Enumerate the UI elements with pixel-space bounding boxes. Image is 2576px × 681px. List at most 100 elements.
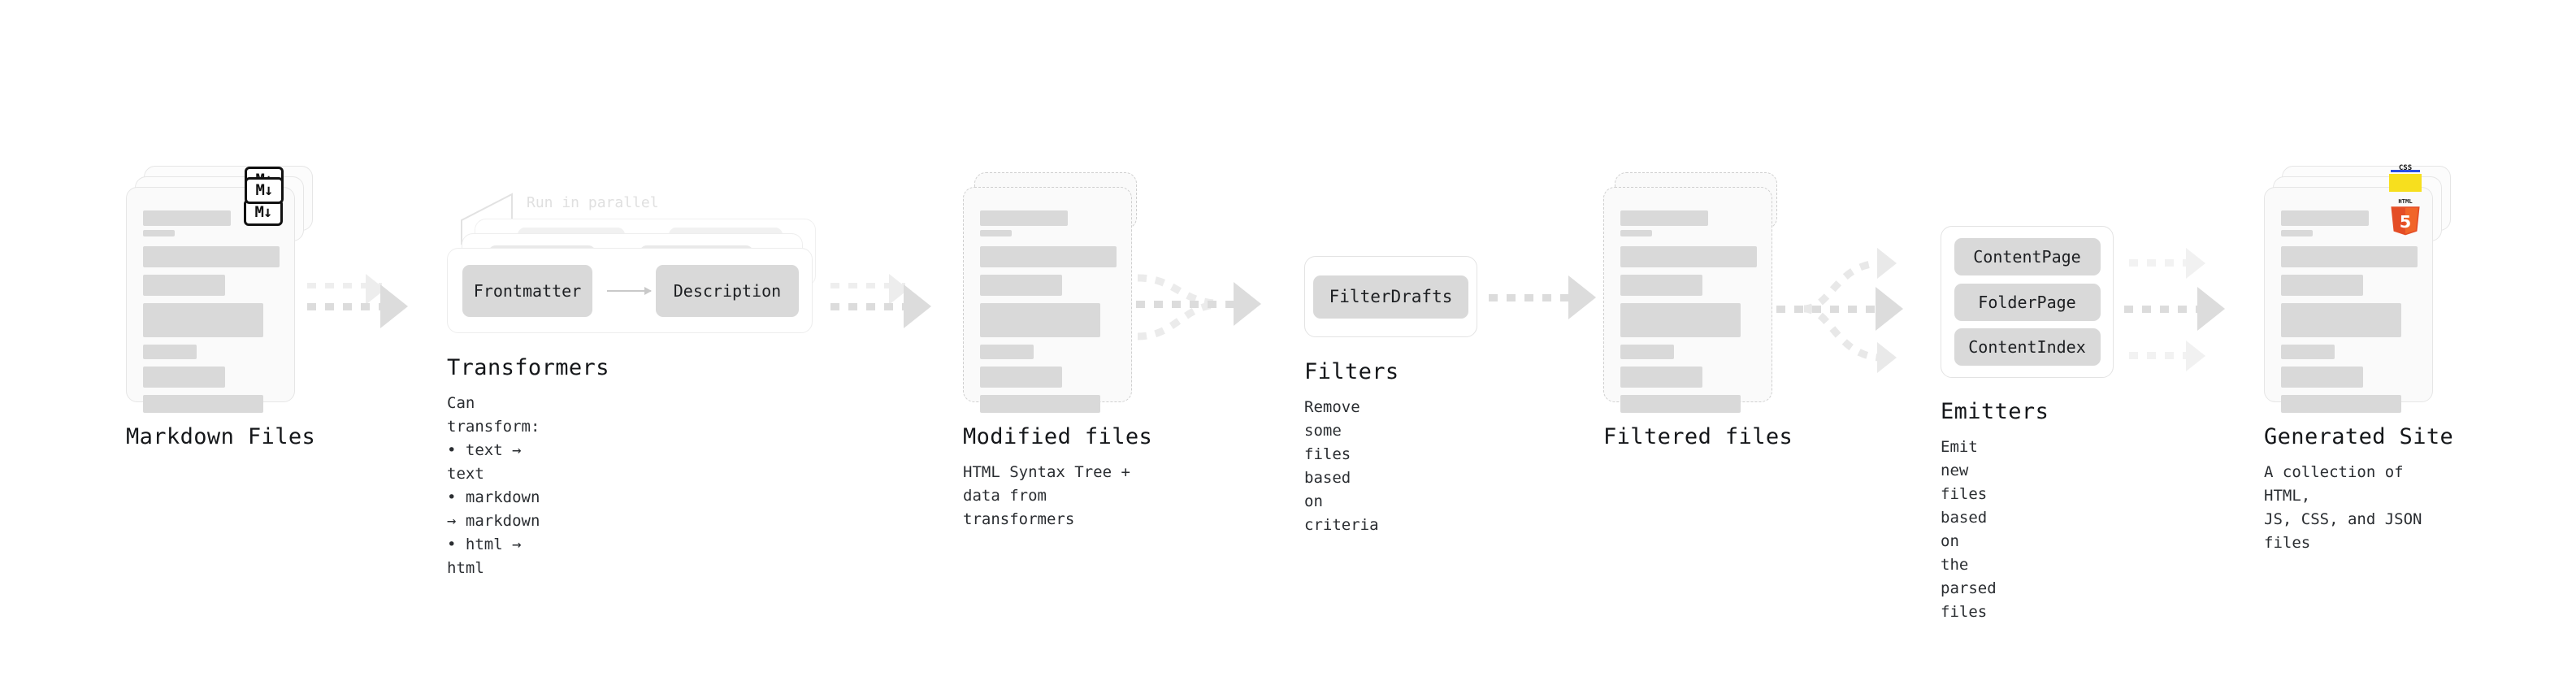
content-bar <box>143 246 280 267</box>
node-subtitle-emitters: Emit new files based on the parsed files <box>1941 438 1997 621</box>
content-bar <box>980 275 1062 296</box>
node-markdown-files: M↓ M↓ M↓ Markdown Files <box>126 166 315 449</box>
content-bar <box>143 345 197 359</box>
emitter-chip-folderpage[interactable]: FolderPage <box>1954 283 2101 321</box>
node-subtitle-filters: Remove some files based on criteria <box>1304 398 1379 534</box>
modified-file-stack <box>963 172 1137 413</box>
content-bar <box>2281 345 2335 359</box>
content-bar <box>1620 303 1741 337</box>
node-filtered-files: Filtered files <box>1603 172 1793 449</box>
node-generated-site: CSS HTML 5 <box>2264 165 2453 552</box>
connector-arrowhead-bottom <box>2186 340 2205 371</box>
content-bar <box>2281 367 2363 388</box>
filtered-content-bars <box>1620 210 1757 420</box>
connector-dash-bottom <box>2129 352 2196 359</box>
node-subtitle-transformers: Can transform: • text → text • markdown … <box>447 394 540 577</box>
site-content-bars <box>2281 210 2418 420</box>
connector-arrowhead-branch-top <box>1877 248 1897 279</box>
content-bar <box>1620 210 1708 226</box>
content-bar <box>143 275 225 296</box>
generated-site-stack: CSS HTML 5 <box>2264 165 2451 413</box>
emitter-chip-contentpage[interactable]: ContentPage <box>1954 238 2101 275</box>
run-in-parallel-label: Run in parallel <box>527 194 659 211</box>
conn-transformers-to-modified <box>830 268 944 349</box>
content-bar <box>1620 246 1757 267</box>
content-bar <box>980 210 1068 226</box>
css-badge-icon: CSS <box>2389 159 2422 172</box>
content-bar <box>980 367 1062 388</box>
markdown-icon-back-1: M↓ <box>245 177 284 204</box>
content-bar <box>2281 246 2418 267</box>
node-title-transformers: Transformers <box>447 355 609 380</box>
emitters-box: ContentPage FolderPage ContentIndex <box>1941 226 2114 378</box>
node-title-emitters: Emitters <box>1941 399 2049 424</box>
node-modified-files: Modified files HTML Syntax Tree + data f… <box>963 172 1152 528</box>
connector-dash-faint <box>307 283 382 288</box>
transformer-chip-description[interactable]: Description <box>656 265 799 317</box>
connector-dash <box>307 303 392 310</box>
connector-dash <box>1136 301 1243 308</box>
js-badge-icon <box>2389 174 2422 192</box>
connector-dash-middle <box>2124 306 2209 313</box>
emitter-chip-contentindex[interactable]: ContentIndex <box>1954 328 2101 366</box>
content-bar <box>980 395 1100 413</box>
transformer-stack: Frontmatter Description <box>447 219 816 333</box>
content-bar <box>143 395 263 413</box>
content-bar <box>143 210 231 226</box>
content-bar <box>1620 345 1674 359</box>
transformer-inner-arrow-main <box>607 287 652 295</box>
content-bar <box>980 230 1012 236</box>
content-bar <box>980 246 1117 267</box>
filtered-card-front <box>1603 187 1772 413</box>
connector-dash-top <box>2129 259 2196 267</box>
connector-arrowhead-top <box>2186 248 2205 279</box>
node-subtitle-modified-files: HTML Syntax Tree + data from transformer… <box>963 463 1130 528</box>
filters-box: FilterDrafts <box>1304 256 1477 337</box>
node-title-filters: Filters <box>1304 359 1399 384</box>
run-in-parallel-bracket <box>461 193 513 245</box>
conn-modified-to-filters <box>1136 258 1282 356</box>
markdown-file-stack: M↓ M↓ M↓ <box>126 166 313 413</box>
content-bar <box>980 345 1034 359</box>
connector-arrowhead <box>1876 287 1903 331</box>
content-bar <box>2281 275 2363 296</box>
svg-text:5: 5 <box>2400 212 2411 232</box>
content-bar <box>1620 275 1702 296</box>
filtered-file-stack <box>1603 172 1777 413</box>
connector-dash <box>1489 294 1580 301</box>
connector-dash <box>1776 306 1884 313</box>
content-bar <box>1620 230 1652 236</box>
content-bar <box>1620 395 1741 413</box>
content-bar <box>2281 210 2369 226</box>
content-bar <box>2281 230 2313 236</box>
node-title-generated-site: Generated Site <box>2264 424 2454 449</box>
svg-text:HTML: HTML <box>2398 197 2413 205</box>
content-bar <box>1620 367 1702 388</box>
connector-dash-faint <box>830 283 905 288</box>
connector-arrowhead-branch-bottom <box>1877 342 1897 373</box>
connector-arrowhead <box>904 284 931 328</box>
content-bar <box>980 303 1100 337</box>
content-bar <box>143 367 225 388</box>
node-title-modified-files: Modified files <box>963 424 1153 449</box>
site-card-front: HTML 5 <box>2264 187 2433 413</box>
node-subtitle-generated-site: A collection of HTML, JS, CSS, and JSON … <box>2264 463 2422 552</box>
markdown-card-front: M↓ <box>126 187 295 413</box>
content-bar <box>2281 395 2401 413</box>
connector-arrowhead <box>1568 275 1596 319</box>
filter-chip-filterdrafts[interactable]: FilterDrafts <box>1312 275 1469 319</box>
conn-emitters-to-site <box>2124 236 2254 382</box>
markdown-content-bars <box>143 210 280 420</box>
transformer-panel-front: Frontmatter Description <box>447 248 813 333</box>
conn-filters-to-filtered <box>1489 275 1611 325</box>
html5-icon: HTML 5 <box>2391 197 2420 236</box>
content-bar <box>2281 303 2401 337</box>
connector-dash <box>830 303 915 310</box>
content-bar <box>143 303 263 337</box>
transformer-chip-frontmatter[interactable]: Frontmatter <box>462 265 592 317</box>
connector-arrowhead <box>1234 282 1261 326</box>
modified-card-front <box>963 187 1132 413</box>
node-title-filtered-files: Filtered files <box>1603 424 1793 449</box>
conn-md-to-transformers <box>307 268 421 349</box>
